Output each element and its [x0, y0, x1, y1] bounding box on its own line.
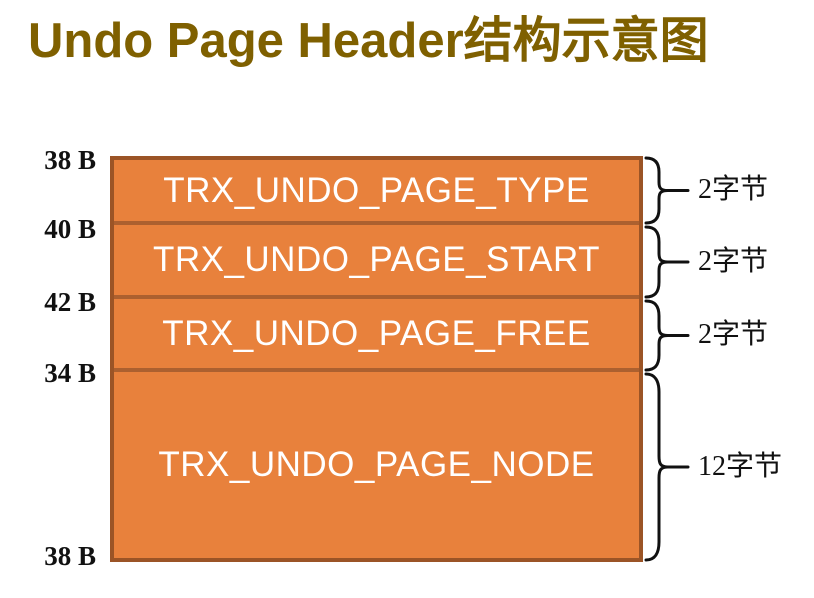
curly-brace-icon: [644, 156, 692, 225]
size-bytes-label: 2字节: [698, 174, 769, 205]
diagram-title: Undo Page Header结构示意图: [28, 14, 709, 68]
field-row-trx-undo-page-free: TRX_UNDO_PAGE_FREE: [114, 299, 639, 372]
field-row-trx-undo-page-node: TRX_UNDO_PAGE_NODE: [158, 445, 595, 484]
curly-brace-icon: [644, 225, 692, 299]
byte-offset-label: 42 B: [44, 287, 96, 317]
byte-offset-label: 40 B: [44, 214, 96, 244]
field-row-trx-undo-page-start: TRX_UNDO_PAGE_START: [114, 225, 639, 299]
size-bytes-label: 2字节: [698, 319, 769, 350]
byte-offset-label: 34 B: [44, 358, 96, 388]
byte-offset-label: 38 B: [44, 145, 96, 175]
size-bytes-label: 2字节: [698, 246, 769, 277]
field-stack: TRX_UNDO_PAGE_TYPE TRX_UNDO_PAGE_START T…: [110, 156, 643, 562]
curly-brace-icon: [644, 299, 692, 372]
curly-brace-icon: [644, 372, 692, 562]
field-row-trx-undo-page-type: TRX_UNDO_PAGE_TYPE: [114, 160, 639, 225]
size-bytes-label: 12字节: [698, 451, 783, 482]
byte-offset-label-end: 38 B: [44, 541, 96, 571]
